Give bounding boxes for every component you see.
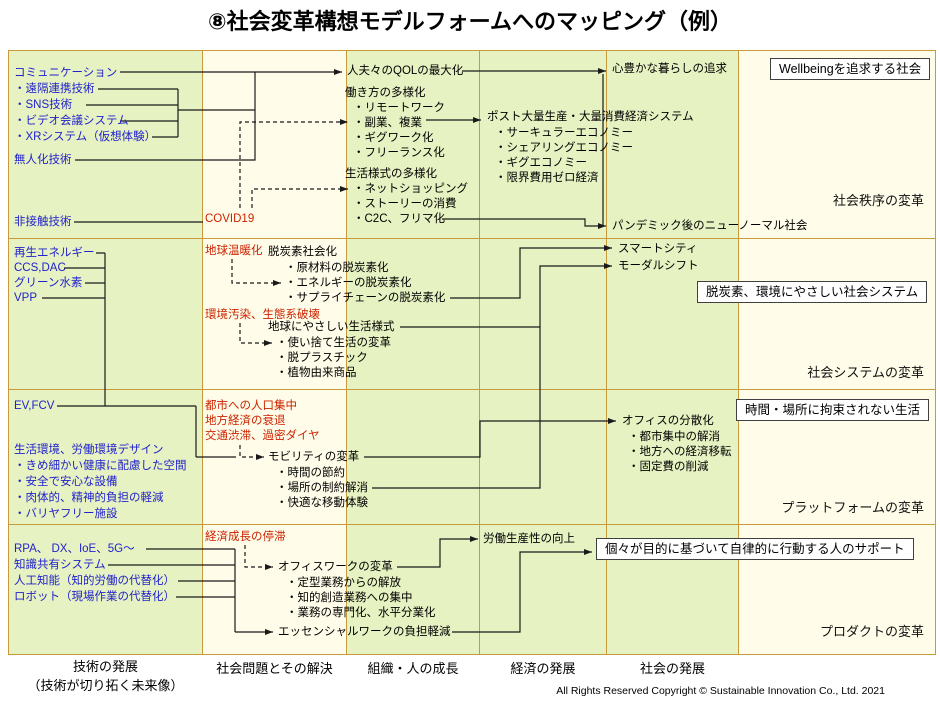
org-lifestyle-item: ・ストーリーの消費 xyxy=(353,198,457,210)
axis-org: 組織・人の成長 xyxy=(367,661,459,676)
economy-postmass-title: ポスト大量生産・大量消費経済システム xyxy=(487,111,694,123)
tech-communication-item: ・SNS技術 xyxy=(14,99,73,111)
axis-tech-line2: （技術が切り拓く未来像） xyxy=(27,678,184,693)
org-ecolife-item: ・使い捨て生活の変革 xyxy=(276,337,391,349)
org-mobility-title: モビリティの変革 xyxy=(268,451,360,463)
cell-vision-r1 xyxy=(738,50,936,239)
tech-ev: EV,FCV xyxy=(14,400,55,412)
cell-society-r3 xyxy=(606,389,739,525)
org-officework-item: ・業務の専門化、水平分業化 xyxy=(286,607,436,619)
tech-env-title: 生活環境、労働環境デザイン xyxy=(14,444,164,456)
org-essential: エッセンシャルワークの負担軽減 xyxy=(278,626,451,638)
society-office-item: ・地方への経済移転 xyxy=(628,446,732,458)
society-office-title: オフィスの分散化 xyxy=(622,415,714,427)
tech-digital-item: 人工知能（知的労働の代替化） xyxy=(14,575,175,587)
org-decarbon-title: 脱炭素社会化 xyxy=(268,246,337,258)
copyright-text: All Rights Reserved Copyright © Sustaina… xyxy=(556,685,885,697)
callout-free-life: 時間・場所に拘束されない生活 xyxy=(736,399,930,421)
society-office-item: ・固定費の削減 xyxy=(628,461,709,473)
tech-digital-item: ロボット（現場作業の代替化） xyxy=(14,591,175,603)
problem-urban-item: 都市への人口集中 xyxy=(205,400,297,412)
tech-energy-item: CCS,DAC xyxy=(14,262,66,274)
problem-warming: 地球温暖化 xyxy=(205,245,263,257)
org-decarbon-item: ・サプライチェーンの脱炭素化 xyxy=(285,292,446,304)
tech-energy-item: VPP xyxy=(14,292,38,304)
org-mobility-item: ・場所の制約解消 xyxy=(276,482,368,494)
tech-energy-item: 再生エネルギー xyxy=(14,247,95,259)
org-mobility-item: ・快適な移動体験 xyxy=(276,497,368,509)
tech-env-item: ・きめ細かい健康に配慮した空間 xyxy=(14,460,187,472)
cell-economy-r1 xyxy=(479,50,607,239)
org-decarbon-item: ・エネルギーの脱炭素化 xyxy=(285,277,412,289)
problem-urban-item: 交通渋滞、過密ダイヤ xyxy=(205,430,320,442)
callout-autonomy: 個々が目的に基づいて自律的に行動する人のサポート xyxy=(596,538,914,560)
axis-society: 社会の発展 xyxy=(639,661,705,676)
org-workstyle-title: 働き方の多様化 xyxy=(345,87,426,99)
org-decarbon-item: ・原材料の脱炭素化 xyxy=(285,262,389,274)
tech-env-item: ・肉体的、精神的負担の軽減 xyxy=(14,492,164,504)
tech-communication-title: コミュニケーション xyxy=(14,67,118,79)
org-workstyle-item: ・ギグワーク化 xyxy=(353,132,434,144)
org-officework-title: オフィスワークの変革 xyxy=(278,561,393,573)
tech-energy-item: グリーン水素 xyxy=(14,277,83,289)
economy-postmass-item: ・シェアリングエコノミー xyxy=(495,142,633,154)
tech-contactless: 非接触技術 xyxy=(14,216,72,228)
org-ecolife-item: ・植物由来商品 xyxy=(276,367,357,379)
cell-problem-r1 xyxy=(202,50,347,239)
cell-society-r1 xyxy=(606,50,739,239)
economy-postmass-item: ・限界費用ゼロ経済 xyxy=(495,172,599,184)
problem-stagnation: 経済成長の停滞 xyxy=(205,531,286,543)
axis-economy: 経済の発展 xyxy=(510,661,576,676)
society-office-item: ・都市集中の解消 xyxy=(628,431,720,443)
org-mobility-item: ・時間の節約 xyxy=(276,467,345,479)
cell-economy-r3 xyxy=(479,389,607,525)
org-ecolife-item: ・脱プラスチック xyxy=(276,352,368,364)
page-title: ⑧社会変革構想モデルフォームへのマッピング（例） xyxy=(208,9,732,34)
org-workstyle-item: ・副業、複業 xyxy=(353,117,422,129)
problem-covid: COVID19 xyxy=(205,213,255,225)
transform-label-order: 社会秩序の変革 xyxy=(832,193,924,208)
cell-economy-r2 xyxy=(479,238,607,390)
society-modal-shift: モーダルシフト xyxy=(618,260,699,272)
axis-tech: 技術の発展 （技術が切り拓く未来像） xyxy=(8,656,203,694)
org-workstyle-item: ・フリーランス化 xyxy=(353,147,445,159)
axis-problem: 社会問題とその解決 xyxy=(216,661,333,676)
org-ecolife-title: 地球にやさしい生活様式 xyxy=(268,321,395,333)
tech-communication-item: ・XRシステム（仮想体験） xyxy=(14,131,157,143)
transform-label-product: プロダクトの変革 xyxy=(819,624,924,639)
tech-digital-item: 知識共有システム xyxy=(14,559,106,571)
economy-productivity: 労働生産性の向上 xyxy=(483,533,575,545)
cell-vision-r2 xyxy=(738,238,936,390)
society-rich-life: 心豊かな暮らしの追求 xyxy=(612,63,727,75)
org-workstyle-item: ・リモートワーク xyxy=(353,102,445,114)
org-officework-item: ・知的創造業務への集中 xyxy=(286,592,413,604)
society-smart-city: スマートシティ xyxy=(618,243,698,255)
callout-wellbeing: Wellbeingを追求する社会 xyxy=(770,58,931,80)
callout-green-system: 脱炭素、環境にやさしい社会システム xyxy=(697,281,928,303)
org-lifestyle-title: 生活様式の多様化 xyxy=(345,168,437,180)
transform-label-platform: プラットフォームの変革 xyxy=(781,500,924,515)
economy-postmass-item: ・ギグエコノミー xyxy=(495,157,587,169)
tech-env-item: ・安全で安心な設備 xyxy=(14,476,118,488)
tech-communication-item: ・遠隔連携技術 xyxy=(14,83,95,95)
tech-digital-item: RPA、 DX、IoE、5G～ xyxy=(14,543,135,555)
axis-tech-line1: 技術の発展 xyxy=(72,659,138,674)
problem-urban-item: 地方経済の衰退 xyxy=(205,415,286,427)
org-lifestyle-item: ・C2C、フリマ化 xyxy=(353,213,446,225)
tech-communication-item: ・ビデオ会議システム xyxy=(14,115,129,127)
org-officework-item: ・定型業務からの解放 xyxy=(286,577,401,589)
org-lifestyle-item: ・ネットショッピング xyxy=(353,183,468,195)
society-new-normal: パンデミック後のニューノーマル社会 xyxy=(612,220,808,232)
org-qol: 人夫々のQOLの最大化 xyxy=(347,65,464,77)
tech-env-item: ・バリヤフリー施設 xyxy=(14,508,118,520)
economy-postmass-item: ・サーキュラーエコノミー xyxy=(495,127,633,139)
tech-unmanned: 無人化技術 xyxy=(14,154,72,166)
transform-label-system: 社会システムの変革 xyxy=(807,365,924,380)
